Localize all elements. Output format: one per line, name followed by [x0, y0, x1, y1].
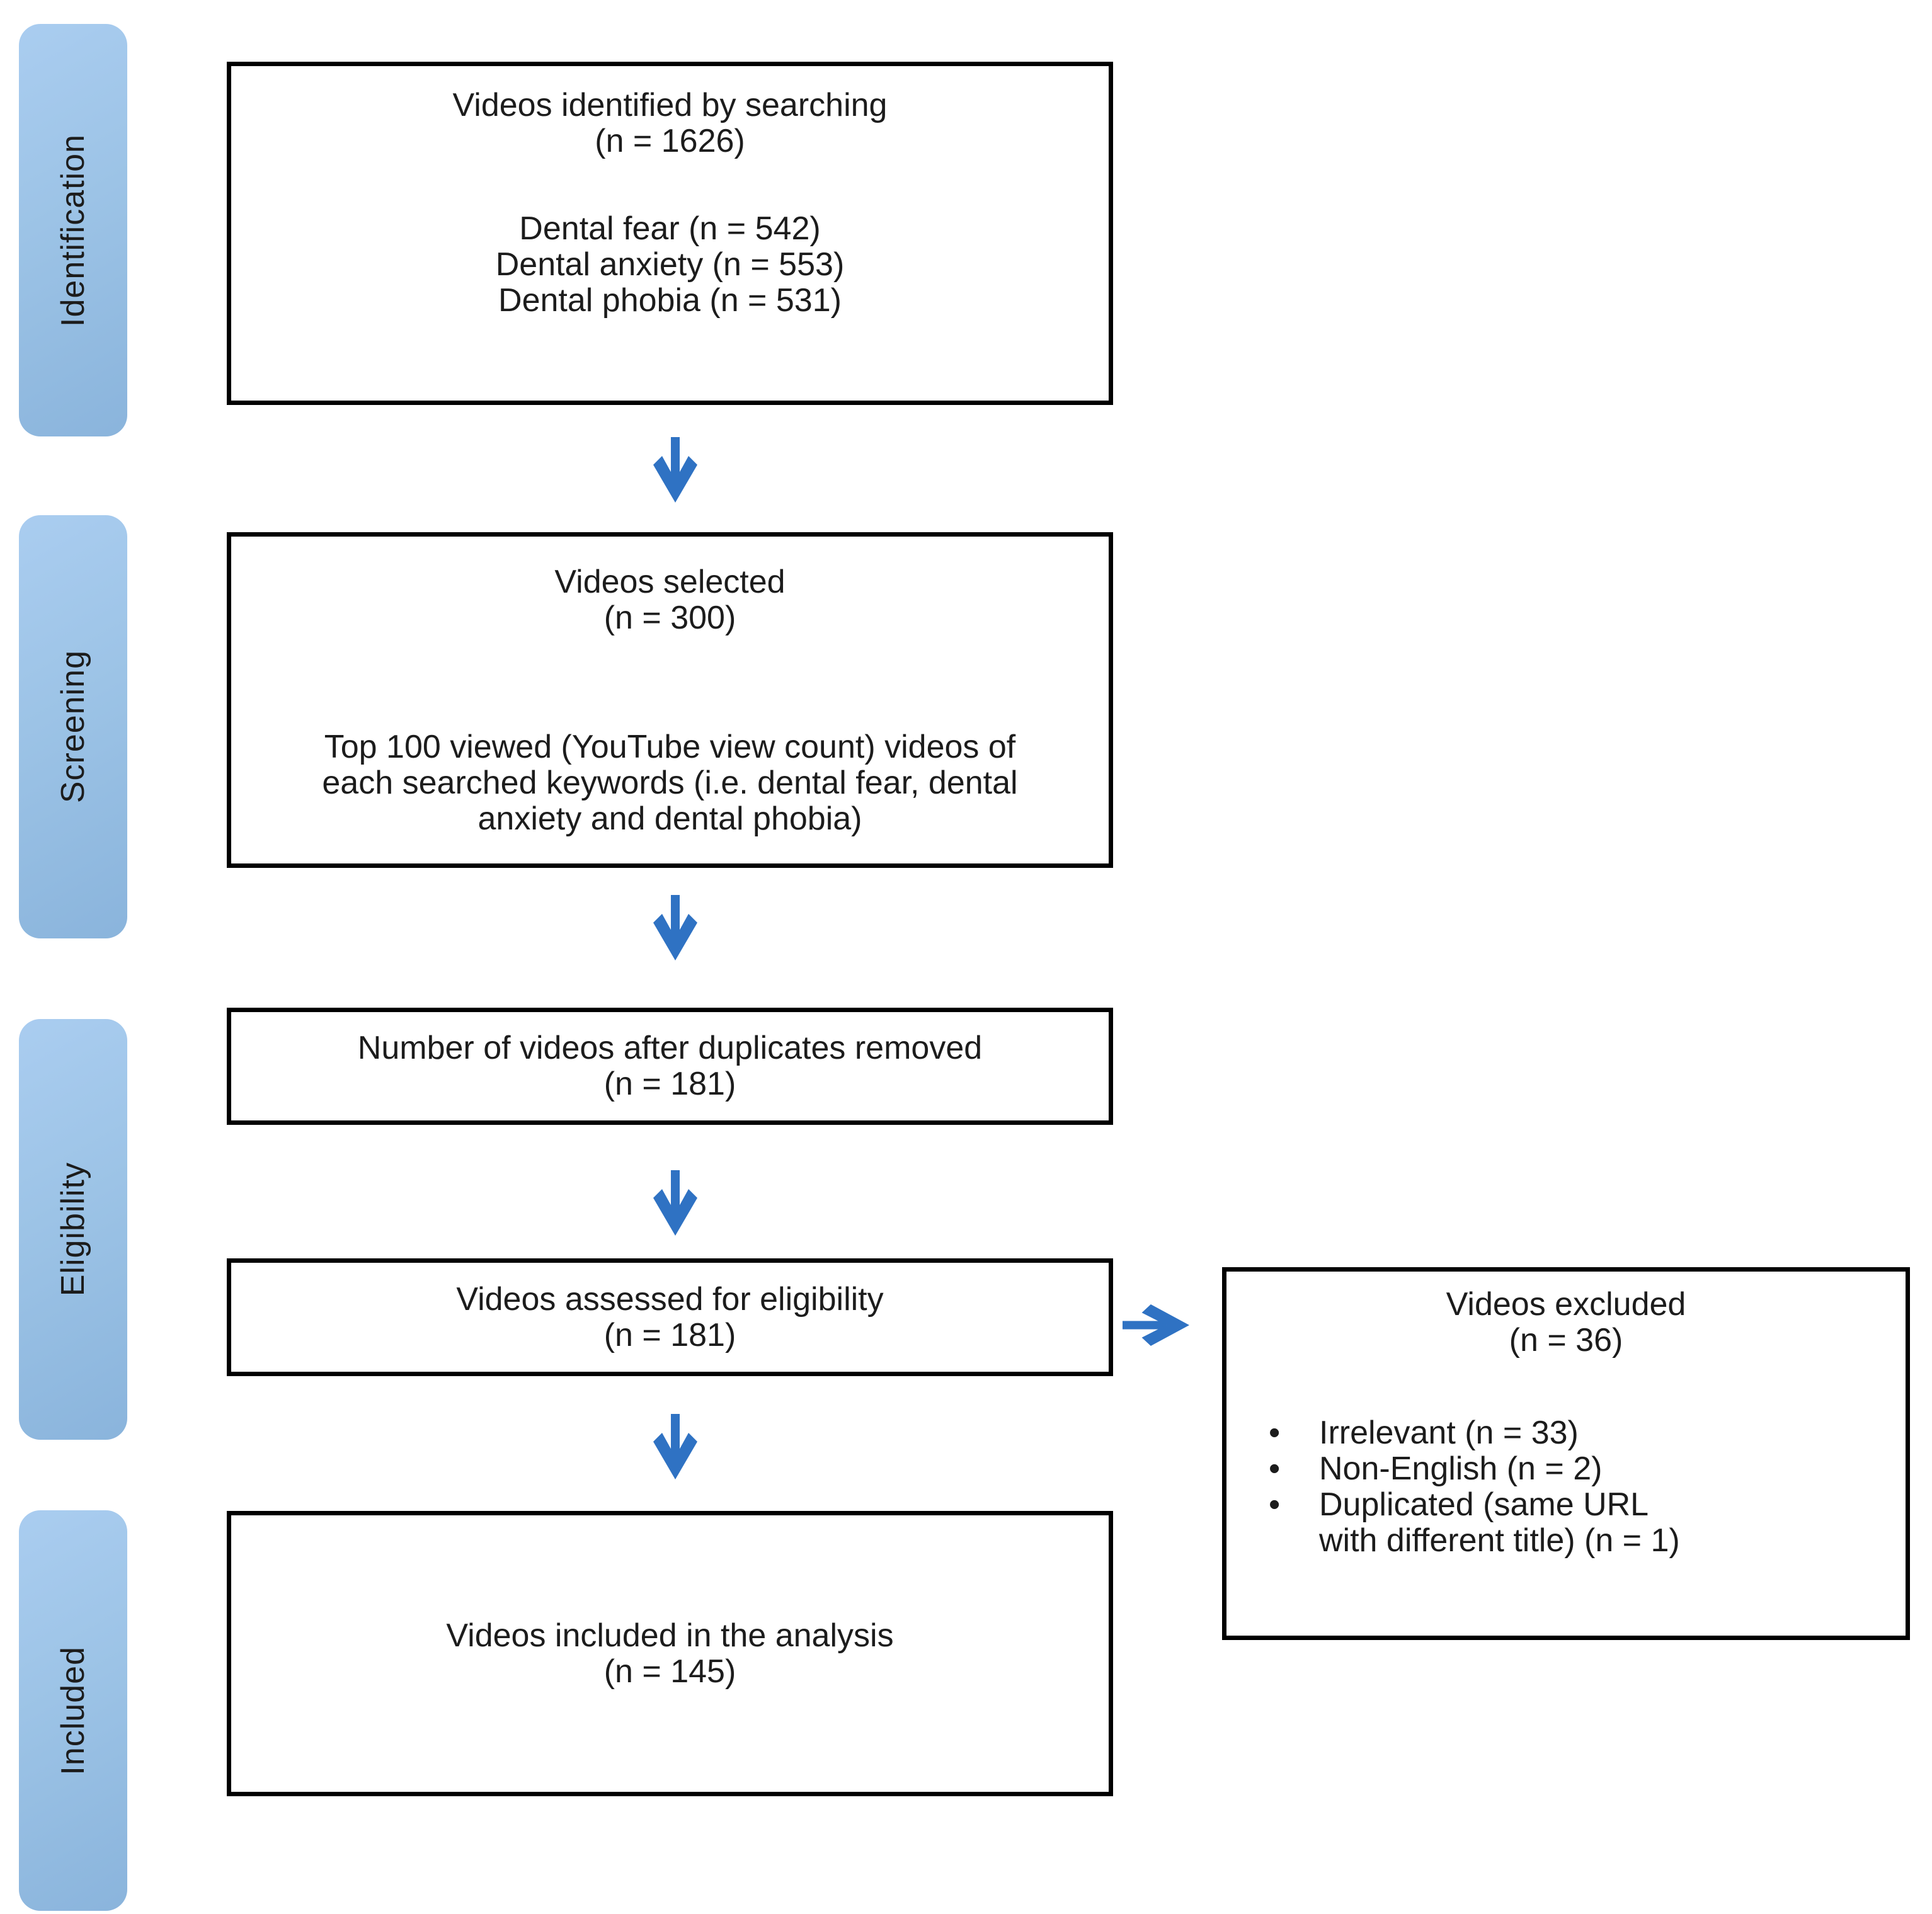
exclusion-reason: Duplicated (same URL with different titl…	[1269, 1487, 1710, 1559]
box-count: (n = 181)	[603, 1316, 736, 1353]
down-arrow-icon	[653, 437, 697, 503]
stage-label-identification: Identification	[55, 134, 91, 327]
exclusion-reason-text: Irrelevant (n = 33)	[1319, 1415, 1579, 1451]
box-title: Videos selected	[554, 564, 786, 600]
box-count: (n = 36)	[1509, 1322, 1623, 1359]
exclusion-reason-list: Irrelevant (n = 33) Non-English (n = 2) …	[1269, 1415, 1906, 1559]
down-arrow-icon	[653, 895, 697, 960]
box-videos-selected: Videos selected (n = 300) Top 100 viewed…	[227, 532, 1113, 868]
down-arrow-icon	[653, 1414, 697, 1479]
selection-note: Top 100 viewed (YouTube view count) vide…	[322, 729, 1018, 837]
box-count: (n = 145)	[603, 1653, 736, 1690]
box-videos-assessed: Videos assessed for eligibility (n = 181…	[227, 1258, 1113, 1376]
box-title: Videos assessed for eligibility	[456, 1280, 884, 1318]
box-count: (n = 300)	[603, 600, 736, 636]
stage-pill-screening: Screening	[19, 515, 127, 938]
keyword-item: Dental anxiety (n = 553)	[495, 246, 845, 283]
box-videos-excluded: Videos excluded (n = 36) Irrelevant (n =…	[1222, 1267, 1910, 1640]
stage-label-included: Included	[55, 1646, 91, 1775]
keyword-item: Dental fear (n = 542)	[519, 210, 821, 247]
keyword-item: Dental phobia (n = 531)	[498, 282, 842, 319]
stage-label-screening: Screening	[55, 650, 91, 804]
stage-pill-eligibility: Eligibility	[19, 1019, 127, 1440]
exclusion-reason: Irrelevant (n = 33)	[1269, 1415, 1710, 1452]
exclusion-reason: Non-English (n = 2)	[1269, 1450, 1710, 1488]
exclusion-reason-text: Non-English (n = 2)	[1319, 1450, 1603, 1487]
box-videos-identified: Videos identified by searching (n = 1626…	[227, 62, 1113, 405]
box-title: Number of videos after duplicates remove…	[357, 1030, 983, 1066]
box-duplicates-removed: Number of videos after duplicates remove…	[227, 1008, 1113, 1125]
exclusion-reason-text: Duplicated (same URL with different titl…	[1319, 1486, 1680, 1559]
keyword-list: Dental fear (n = 542) Dental anxiety (n …	[496, 211, 845, 319]
stage-pill-included: Included	[19, 1510, 127, 1911]
box-title: Videos included in the analysis	[446, 1617, 894, 1654]
box-title: Videos identified by searching	[452, 87, 888, 123]
box-title: Videos excluded	[1446, 1286, 1686, 1323]
box-videos-included: Videos included in the analysis (n = 145…	[227, 1511, 1113, 1796]
box-count: (n = 1626)	[595, 123, 745, 159]
stage-pill-identification: Identification	[19, 24, 127, 436]
right-arrow-icon	[1123, 1304, 1189, 1346]
stage-label-eligibility: Eligibility	[55, 1162, 91, 1297]
box-count: (n = 181)	[603, 1066, 736, 1102]
down-arrow-icon	[653, 1170, 697, 1236]
